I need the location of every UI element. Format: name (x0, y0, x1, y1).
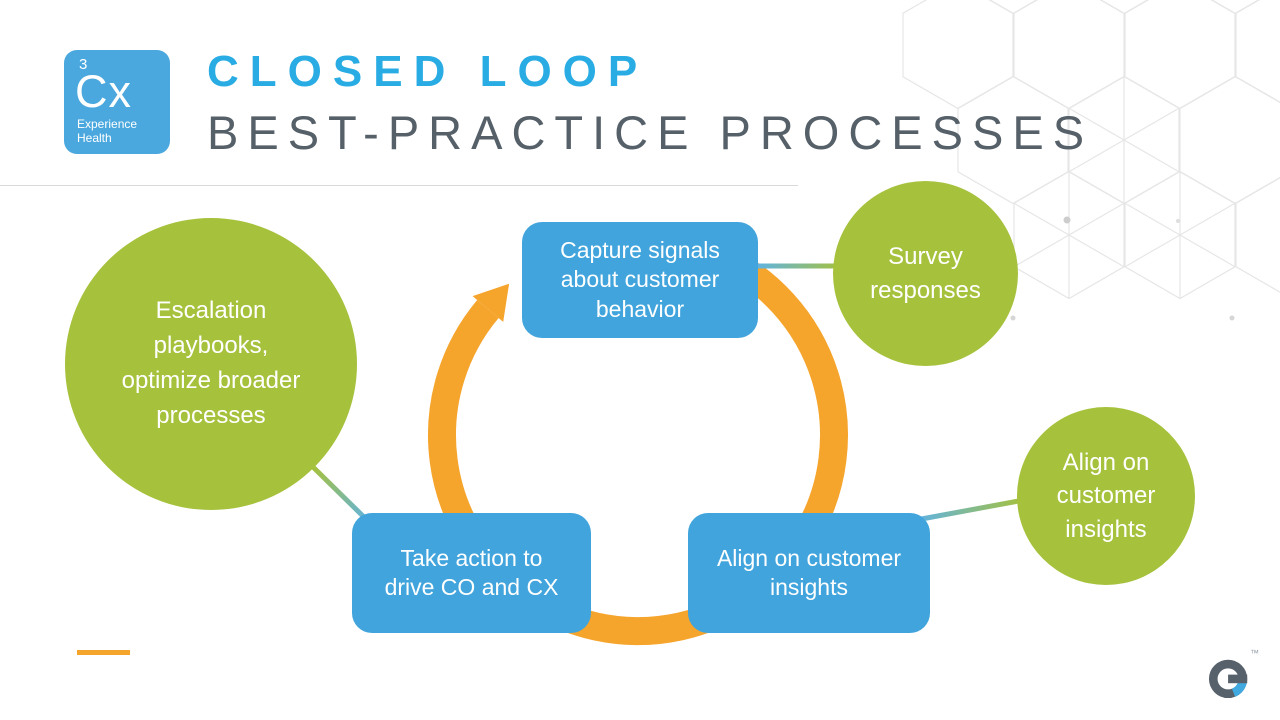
accent-dash (77, 650, 130, 655)
box-capture-signals: Capture signals about customer behavior (522, 222, 758, 338)
gartner-g-logo (1208, 659, 1248, 699)
connector-escalation-take-action (310, 464, 373, 526)
trademark-symbol: ™ (1250, 648, 1259, 658)
box-align-label: Align on customer insights (716, 544, 902, 600)
box-align-on-customer-insights: Align on customer insights (688, 513, 930, 633)
box-take-action-label: Take action to drive CO and CX (384, 544, 559, 600)
circle-survey-responses: Survey responses (833, 181, 1018, 366)
circle-align-label: Align on customer insights (1056, 449, 1156, 543)
hexagon-pattern (902, 0, 1280, 300)
box-take-action: Take action to drive CO and CX (352, 513, 591, 633)
header-divider (0, 185, 798, 186)
circle-escalation-playbooks: Escalation playbooks, optimize broader p… (65, 218, 357, 510)
circle-survey-label: Survey responses (870, 243, 981, 304)
logo-symbol: Cx (75, 66, 132, 117)
logo-caption-line1: Experience (77, 117, 138, 131)
box-capture-label: Capture signals about customer behavior (560, 236, 720, 322)
title-line-1: CLOSED LOOP (207, 47, 649, 96)
cycle-arrowhead (472, 283, 510, 322)
cycle-ring (428, 244, 848, 646)
logo-atomic-number: 3 (79, 56, 88, 73)
title-line-2: BEST-PRACTICE PROCESSES (207, 106, 1094, 159)
slide-title: CLOSED LOOP BEST-PRACTICE PROCESSES (207, 47, 1094, 159)
pattern-dots (1010, 216, 1235, 321)
circle-escalation-label: Escalation playbooks, optimize broader p… (121, 297, 301, 429)
circle-align-on-customer-insights: Align on customer insights (1017, 407, 1195, 585)
connector-align-box-circle (913, 497, 1027, 523)
logo-caption-line2: Health (77, 131, 112, 145)
cx-experience-health-logo: 3 Cx Experience Health (64, 50, 170, 154)
